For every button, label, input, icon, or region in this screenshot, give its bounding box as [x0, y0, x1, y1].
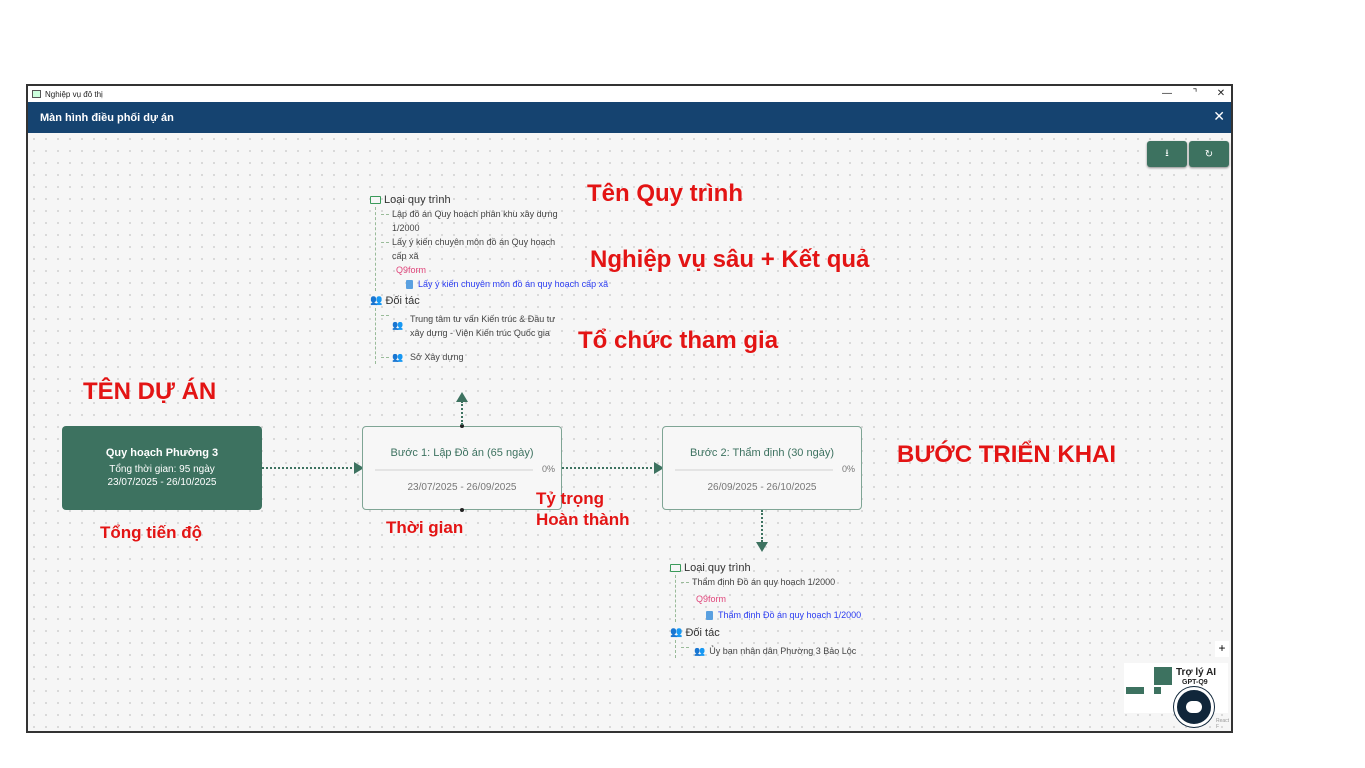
project-node[interactable]: Quy hoạch Phường 3 Tổng thời gian: 95 ng… [62, 426, 262, 510]
step-2-details: Loại quy trình Thẩm định Đồ án quy hoạch… [670, 561, 930, 658]
refresh-button[interactable]: ↻ [1189, 141, 1229, 167]
document-link[interactable]: Lấy ý kiến chuyên môn đồ án quy hoạch cấ… [376, 277, 636, 291]
annotation-complete: Hoàn thành [536, 510, 630, 529]
document-icon [706, 610, 713, 620]
annotation-total: Tổng tiến độ [100, 523, 202, 542]
assistant-subtitle: GPT-Q9 [1182, 679, 1208, 686]
arrow-icon [354, 462, 364, 474]
step-title: Bước 1: Lập Đồ án (65 ngày) [390, 447, 534, 459]
zoom-in-button[interactable]: + [1215, 641, 1229, 657]
process-item: Lập đồ án Quy hoạch phân khu xây dựng 1/… [376, 207, 570, 235]
flow-canvas[interactable]: ⭳ ↻ Quy hoạch Phường 3 Tổng thời gian: 9… [28, 133, 1231, 731]
app-icon [32, 90, 41, 98]
minimize-button[interactable]: — [1162, 88, 1172, 99]
app-window: Nghiệp vụ đô thị — ⌝ ✕ Màn hình điều phố… [26, 84, 1233, 733]
logo-block [1154, 667, 1172, 685]
arrow-icon [654, 462, 664, 474]
project-name: Quy hoạch Phường 3 [105, 447, 219, 459]
window-title: Nghiệp vụ đô thị [45, 89, 103, 99]
process-item: Lấy ý kiến chuyên môn đồ án Quy hoạch cấ… [376, 235, 570, 263]
process-header: Loại quy trình [384, 194, 451, 206]
step-node-1[interactable]: Bước 1: Lập Đồ án (65 ngày) 0% 23/07/202… [362, 426, 562, 510]
edge [562, 467, 656, 469]
logo-block [1154, 687, 1161, 694]
page-header: Màn hình điều phối dự án [28, 102, 1231, 133]
step-progress: 0% [841, 464, 855, 474]
folder-icon [370, 196, 381, 204]
download-icon: ⭳ [1165, 147, 1169, 159]
window-close-button[interactable]: ✕ [1216, 88, 1226, 99]
assistant-title: Trợ lý AI [1176, 667, 1217, 678]
step-title: Bước 2: Thẩm định (30 ngày) [690, 447, 834, 459]
process-header: Loại quy trình [684, 562, 751, 574]
partner-header: Đối tác [385, 295, 420, 307]
document-link[interactable]: Thẩm định Đồ án quy hoạch 1/2000 [676, 608, 930, 622]
edge [262, 467, 356, 469]
step-1-details: Loại quy trình Lập đồ án Quy hoạch phân … [370, 193, 608, 364]
edge [761, 510, 763, 542]
attribution: React F [1216, 718, 1230, 730]
arrow-icon [456, 392, 468, 402]
handle[interactable] [460, 508, 464, 512]
annotation-steps: BƯỚC TRIỂN KHAI [897, 441, 1117, 468]
step-node-2[interactable]: Bước 2: Thẩm định (30 ngày) 0% 26/09/202… [662, 426, 862, 510]
progress-bar [375, 469, 533, 471]
step-dates: 26/09/2025 - 26/10/2025 [707, 482, 817, 493]
step-dates: 23/07/2025 - 26/09/2025 [407, 482, 517, 493]
annotation-ratio: Tỷ trọng [536, 489, 604, 508]
page-title: Màn hình điều phối dự án [40, 111, 174, 124]
people-icon: 👥 [694, 646, 706, 656]
document-icon [406, 279, 413, 289]
people-icon: 👥 [392, 320, 404, 330]
step-progress: 0% [541, 464, 555, 474]
process-item: Thẩm định Đồ án quy hoạch 1/2000 [676, 575, 930, 589]
partner-header: Đối tác [685, 627, 720, 639]
edge [461, 401, 463, 425]
partner-item: 👥Sở Xây dựng [376, 350, 570, 364]
annotation-org: Tổ chức tham gia [578, 327, 779, 354]
handle[interactable] [460, 424, 464, 428]
arrow-icon [756, 542, 768, 552]
folder-icon [670, 564, 681, 572]
download-button[interactable]: ⭳ [1147, 141, 1187, 167]
close-icon[interactable]: ✕ [1213, 108, 1225, 124]
logo-block [1126, 687, 1144, 694]
annotation-project-name: TÊN DỰ ÁN [83, 378, 217, 405]
people-icon: 👥 [370, 295, 383, 306]
partner-item: 👥Trung tâm tư vấn Kiến trúc & Đầu tư xây… [376, 308, 570, 340]
annotation-time: Thời gian [386, 518, 464, 537]
project-total: Tổng thời gian: 95 ngày [109, 464, 215, 475]
partner-item: 👥Ủy ban nhân dân Phường 3 Bảo Lộc [676, 640, 930, 658]
form-label: Q9form [396, 265, 427, 275]
people-icon: 👥 [670, 627, 683, 638]
form-label: Q9form [696, 594, 727, 604]
people-icon: 👥 [392, 352, 404, 362]
refresh-icon: ↻ [1204, 148, 1214, 160]
annotation-process-name: Tên Quy trình [587, 180, 743, 207]
project-dates: 23/07/2025 - 26/10/2025 [107, 477, 217, 488]
robot-avatar-icon[interactable] [1174, 687, 1214, 727]
annotation-deep: Nghiệp vụ sâu + Kết quả [590, 246, 870, 273]
title-bar: Nghiệp vụ đô thị — ⌝ ✕ [28, 86, 1231, 102]
ai-assistant-widget[interactable]: Trợ lý AI GPT-Q9 React F [1124, 663, 1229, 730]
maximize-button[interactable]: ⌝ [1192, 88, 1198, 99]
progress-bar [675, 469, 833, 471]
